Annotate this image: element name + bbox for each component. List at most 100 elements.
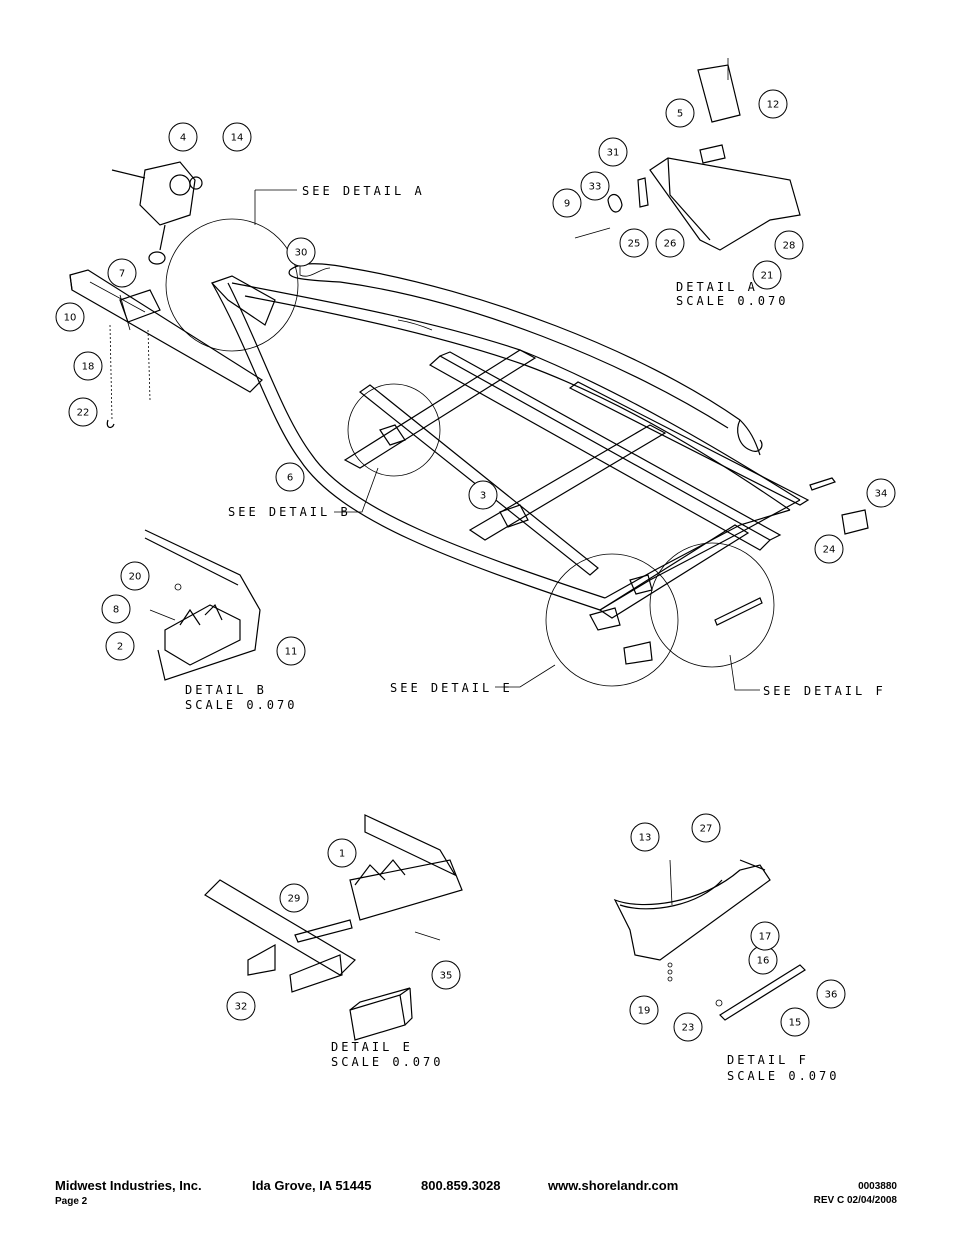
callout-number: 1 — [339, 849, 345, 860]
callout-circle — [468, 480, 498, 510]
callout-number: 12 — [767, 100, 780, 111]
bunk-brackets — [379, 424, 869, 665]
see-detail-f-label: SEE DETAIL F — [763, 684, 886, 698]
callout-number: 15 — [789, 1018, 802, 1029]
callout-18: 18 — [73, 351, 103, 381]
see-detail-e-label: SEE DETAIL E — [390, 681, 513, 695]
detail-labels: SEE DETAIL A SEE DETAIL B SEE DETAIL E S… — [185, 184, 886, 1083]
callout-6: 6 — [275, 462, 305, 492]
callout-3: 3 — [468, 480, 498, 510]
detail-b-scale: SCALE 0.070 — [185, 698, 297, 712]
callout-27: 27 — [691, 813, 721, 843]
detail-e-drawing — [204, 814, 463, 1041]
callout-number: 2 — [117, 642, 123, 653]
detail-a-title: DETAIL A — [676, 280, 758, 294]
callout-number: 20 — [129, 572, 142, 583]
callout-number: 10 — [64, 313, 77, 324]
callout-number: 8 — [113, 605, 119, 616]
callout-circle — [276, 636, 306, 666]
callout-number: 22 — [77, 408, 90, 419]
detail-e-scale: SCALE 0.070 — [331, 1055, 443, 1069]
callout-circle — [814, 534, 844, 564]
callout-5: 5 — [665, 98, 695, 128]
callout-number: 27 — [700, 824, 713, 835]
callout-circle — [279, 883, 309, 913]
callout-number: 17 — [759, 932, 772, 943]
callout-circle — [168, 122, 198, 152]
callout-circle — [107, 258, 137, 288]
tongue-assembly — [69, 269, 263, 393]
callout-number: 14 — [231, 133, 244, 144]
callout-16: 16 — [748, 945, 778, 975]
callout-17: 17 — [750, 921, 780, 951]
callout-circle — [665, 98, 695, 128]
callout-34: 34 — [866, 478, 896, 508]
callout-circle — [758, 89, 788, 119]
detail-f-title: DETAIL F — [727, 1053, 809, 1067]
callout-number: 26 — [664, 239, 677, 250]
callout-number: 29 — [288, 894, 301, 905]
callout-circle — [222, 122, 252, 152]
callout-30: 30 — [286, 237, 316, 267]
callout-36: 36 — [816, 979, 846, 1009]
callout-25: 25 — [619, 228, 649, 258]
callout-number: 7 — [119, 269, 125, 280]
callout-circle — [774, 230, 804, 260]
callout-number: 31 — [607, 148, 620, 159]
callout-number: 4 — [180, 133, 186, 144]
callout-circle — [619, 228, 649, 258]
callout-number: 23 — [682, 1023, 695, 1034]
callout-number: 33 — [589, 182, 602, 193]
callout-number: 36 — [825, 990, 838, 1001]
leader-lines — [254, 189, 760, 691]
callout-number: 11 — [285, 647, 298, 658]
callout-12: 12 — [758, 89, 788, 119]
see-detail-a-label: SEE DETAIL A — [302, 184, 425, 198]
callout-13: 13 — [630, 822, 660, 852]
see-detail-b-label: SEE DETAIL B — [228, 505, 351, 519]
callout-circle — [120, 561, 150, 591]
callout-number: 35 — [440, 971, 453, 982]
footer-revision: REV C 02/04/2008 — [813, 1195, 897, 1206]
callout-circle — [580, 171, 610, 201]
callout-circle — [691, 813, 721, 843]
callout-circle — [752, 260, 782, 290]
callout-circle — [275, 462, 305, 492]
callout-32: 32 — [226, 991, 256, 1021]
callout-number: 3 — [480, 491, 486, 502]
callout-31: 31 — [598, 137, 628, 167]
callout-circle — [431, 960, 461, 990]
callout-circle — [55, 302, 85, 332]
callout-number: 19 — [638, 1006, 651, 1017]
footer-page-number: Page 2 — [55, 1196, 88, 1207]
part-callouts: 1234567891011121314151617181920212223242… — [55, 89, 896, 1042]
callout-circle — [629, 995, 659, 1025]
callout-20: 20 — [120, 561, 150, 591]
detail-b-title: DETAIL B — [185, 683, 267, 697]
callout-8: 8 — [101, 594, 131, 624]
callout-circle — [101, 594, 131, 624]
callout-circle — [286, 237, 316, 267]
callout-33: 33 — [580, 171, 610, 201]
callout-number: 32 — [235, 1002, 248, 1013]
winch-assembly — [111, 161, 203, 265]
callout-circle — [552, 188, 582, 218]
callout-circle — [73, 351, 103, 381]
safety-chains — [106, 324, 151, 429]
callout-14: 14 — [222, 122, 252, 152]
callout-28: 28 — [774, 230, 804, 260]
callout-19: 19 — [629, 995, 659, 1025]
detail-f-drawing — [613, 859, 806, 1021]
callout-circle — [598, 137, 628, 167]
callout-4: 4 — [168, 122, 198, 152]
callout-circle — [673, 1012, 703, 1042]
detail-a-scale: SCALE 0.070 — [676, 294, 788, 308]
callout-number: 25 — [628, 239, 641, 250]
callout-35: 35 — [431, 960, 461, 990]
callout-number: 34 — [875, 489, 888, 500]
callout-1: 1 — [327, 838, 357, 868]
callout-2: 2 — [105, 631, 135, 661]
callout-23: 23 — [673, 1012, 703, 1042]
callout-21: 21 — [752, 260, 782, 290]
